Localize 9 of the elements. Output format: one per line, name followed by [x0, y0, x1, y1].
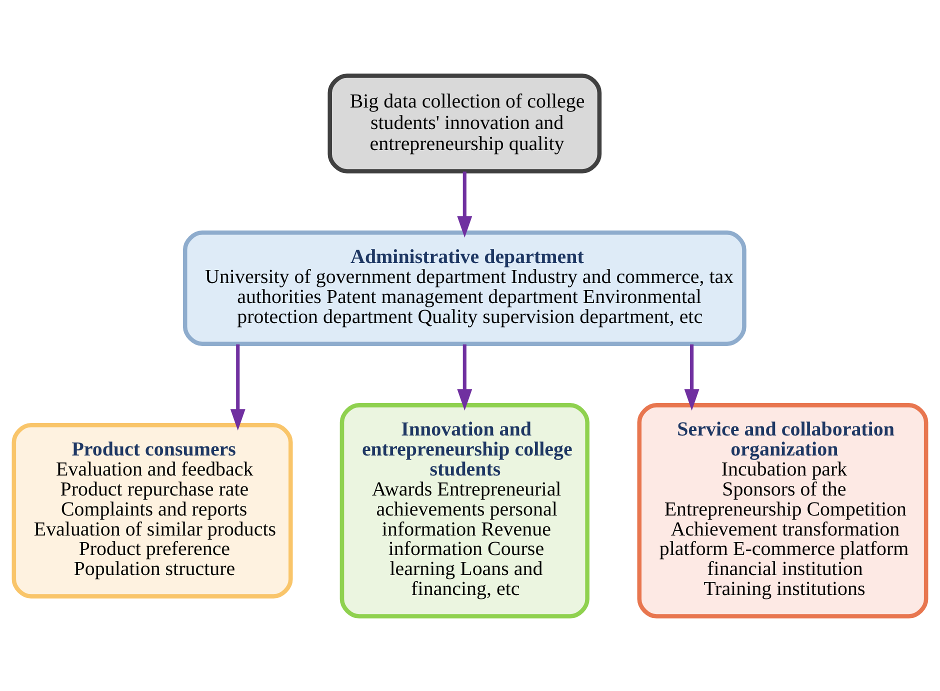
node-box: Product consumers Evaluation and feedback Product repurchase rate Complaints and reports Evaluation of similar products Product preference Population structure: [12, 422, 293, 598]
node-box: Big data collection of college students' innovation and entrepreneurship quality: [328, 73, 602, 173]
node-box: Administrative department University of government department Industry and commerce, tax authorities Patent management department Environmental protection department Quality supervision department, etc: [182, 230, 746, 346]
node-box: Innovation and entrepreneurship college students Awards Entrepreneurial achievements personal information Revenue information Course learning Loans and financing, etc: [340, 402, 590, 618]
arrow: [457, 171, 472, 238]
arrow: [457, 344, 472, 410]
arrow: [684, 344, 700, 410]
arrow: [230, 344, 246, 430]
node-box: Service and collaboration organization Incubation park Sponsors of the Entrepreneurship Competition Achievement transformation platform E-commerce platform financial institution Training institutions: [637, 402, 928, 618]
